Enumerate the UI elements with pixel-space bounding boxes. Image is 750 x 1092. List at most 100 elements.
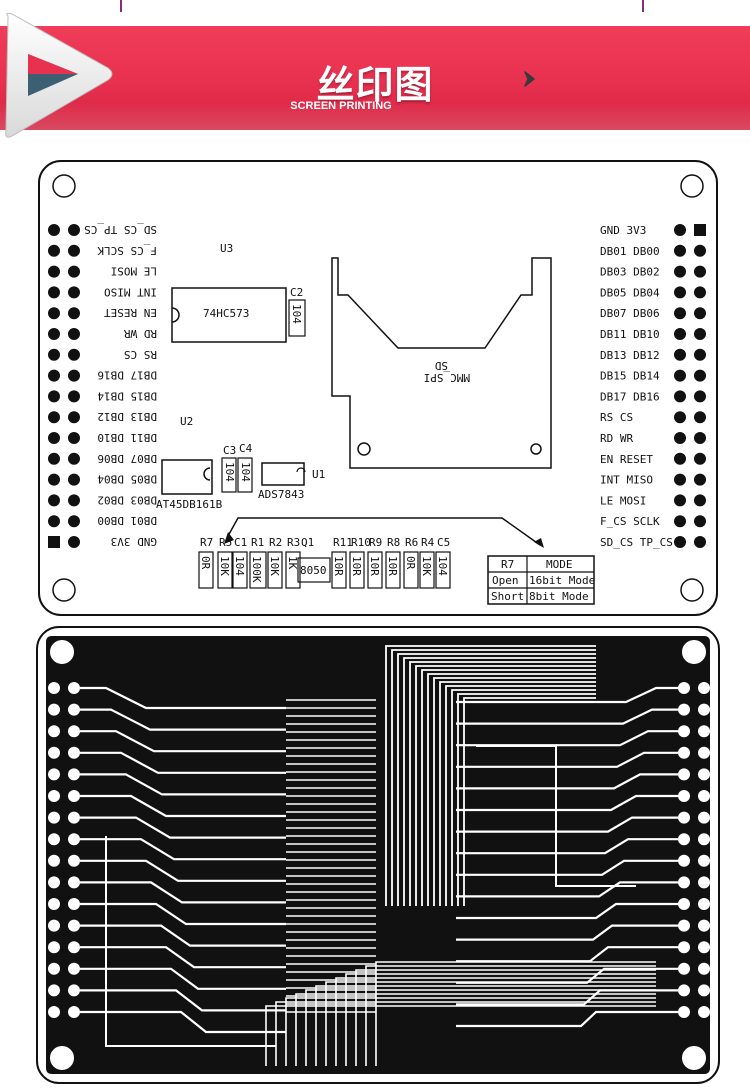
header-pin xyxy=(48,432,60,444)
c4-body xyxy=(237,457,253,493)
header-pin xyxy=(48,328,60,340)
copper-pad xyxy=(698,768,710,781)
component-body xyxy=(232,551,248,589)
header-pin xyxy=(48,411,60,424)
chevron-right-icon[interactable] xyxy=(520,68,542,90)
copper-trace xyxy=(421,669,596,906)
header-pin xyxy=(694,390,706,403)
header-pin xyxy=(68,473,80,486)
copper-trace xyxy=(456,1010,678,1028)
u1-ref: U1 xyxy=(312,468,325,481)
copper-pad xyxy=(48,768,60,781)
copper-trace xyxy=(285,997,656,1066)
copper-pad xyxy=(698,833,710,846)
header-pin xyxy=(694,328,706,340)
copper-pad xyxy=(698,790,710,802)
copper-pad xyxy=(678,768,690,781)
copper-trace xyxy=(445,685,596,906)
copper-pad xyxy=(698,854,710,867)
copper-pad xyxy=(698,941,710,954)
copper-trace xyxy=(80,989,286,1012)
right-header-label: DB13 DB12 xyxy=(600,349,660,362)
copper-pad xyxy=(68,811,80,824)
copper-trace xyxy=(456,838,678,855)
copper-pad xyxy=(698,811,710,824)
header-pin xyxy=(68,328,80,340)
copper-trace xyxy=(325,981,656,1066)
copper-right-header xyxy=(678,682,710,1018)
component-ref: R1 xyxy=(251,536,264,549)
u1-part: ADS7843 xyxy=(258,488,304,501)
component-body xyxy=(435,551,451,589)
u2-body xyxy=(161,459,213,495)
copper-trace xyxy=(305,989,656,1066)
left-header-label: LE MOSI xyxy=(111,265,157,278)
copper-trace xyxy=(397,653,596,906)
copper-pad xyxy=(698,876,710,889)
copper-pad xyxy=(48,854,60,867)
component-ref: R11 xyxy=(333,536,353,549)
copper-trace xyxy=(80,730,286,753)
component-body xyxy=(217,551,233,589)
copper-trace xyxy=(385,645,596,906)
copper-pad xyxy=(678,876,690,889)
right-header-label: DB01 DB00 xyxy=(600,245,660,258)
component-ref: R9 xyxy=(369,536,382,549)
copper-pad xyxy=(48,941,60,954)
left-header-label: RD WR xyxy=(124,327,157,340)
copper-trace xyxy=(365,965,656,1066)
copper-trace xyxy=(403,657,596,906)
copper-trace xyxy=(80,881,286,904)
copper-pad xyxy=(48,746,60,759)
component-body xyxy=(349,551,365,589)
header-pin xyxy=(674,265,686,278)
component-body xyxy=(385,551,401,589)
copper-trace xyxy=(375,961,656,1066)
header-pin xyxy=(68,224,80,236)
copper-layout-diagram xyxy=(36,626,720,1084)
copper-trace xyxy=(355,969,656,1066)
header-pin xyxy=(68,307,80,320)
sd-mmc-label: MMC_SPI xyxy=(424,371,470,384)
copper-pad xyxy=(68,682,80,694)
right-header-label: DB17 DB16 xyxy=(600,390,660,403)
top-divider-left xyxy=(120,0,122,12)
mode-table-16bit: 16bit Mode xyxy=(529,574,595,587)
header-pin xyxy=(674,494,686,507)
copper-trace xyxy=(105,836,276,1047)
header-pin xyxy=(68,244,80,257)
right-header-label: RD WR xyxy=(600,432,633,445)
u3-ref: U3 xyxy=(220,242,233,255)
c2-ref: C2 xyxy=(290,286,303,299)
component-value: 10K xyxy=(268,556,281,576)
copper-pad xyxy=(48,962,60,975)
header-pin xyxy=(48,265,60,278)
copper-pad xyxy=(678,854,690,867)
copper-trace xyxy=(439,681,596,906)
right-header-label: LE MOSI xyxy=(600,494,646,507)
copper-trace xyxy=(427,673,596,906)
header-pin xyxy=(694,473,706,486)
copper-pad xyxy=(48,811,60,824)
component-value: 104 xyxy=(436,556,449,576)
copper-trace xyxy=(456,708,678,725)
copper-pad xyxy=(678,746,690,759)
component-ref: R5 xyxy=(219,536,232,549)
copper-pad xyxy=(698,984,710,997)
right-header-label: INT MISO xyxy=(600,474,653,487)
component-value: 8050 xyxy=(300,564,327,577)
header-pin xyxy=(674,224,686,236)
component-ref: R2 xyxy=(269,536,282,549)
header-pin xyxy=(694,307,706,320)
component-ref: R3 xyxy=(287,536,300,549)
copper-pad xyxy=(678,941,690,954)
copper-pad xyxy=(678,725,690,738)
top-divider-right xyxy=(642,0,644,12)
component-ref: R4 xyxy=(421,536,435,549)
component-ref: C5 xyxy=(437,536,450,549)
header-pin xyxy=(68,452,80,465)
component-body xyxy=(403,551,419,589)
right-header-label: GND 3V3 xyxy=(600,224,646,237)
copper-pad xyxy=(68,833,80,846)
header-pin xyxy=(694,411,706,424)
